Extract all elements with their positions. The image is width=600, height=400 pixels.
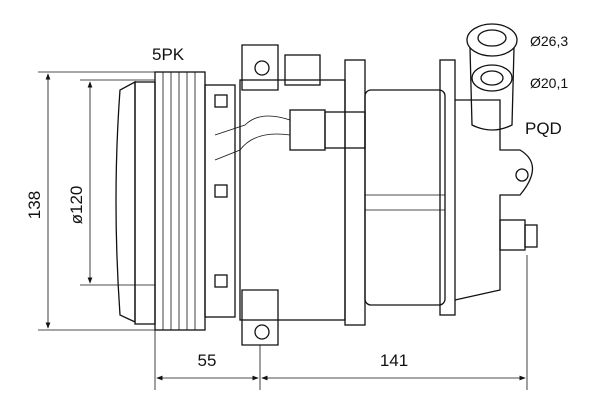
port-small-diameter: Ø20,1 [530,75,568,91]
belt-label: 5PK [152,45,185,64]
port-large-diameter: Ø26,3 [530,33,568,49]
port-fitting [466,23,518,131]
height-dimension: 138 [25,191,44,219]
pulley [115,71,236,331]
body-length-dimension: 141 [380,351,408,370]
dimension-lines [38,71,528,390]
connection-type-label: PQD [525,119,562,138]
pulley-diameter-dimension: ø120 [67,186,86,225]
pulley-offset-dimension: 55 [198,351,217,370]
compressor-body [214,44,538,346]
